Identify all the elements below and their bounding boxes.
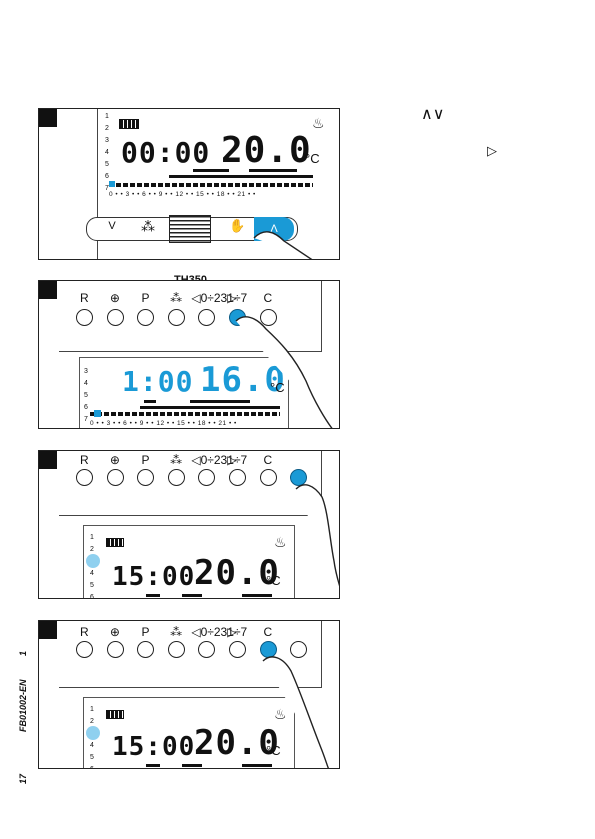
hour-axis: 0 • • 3 • • 6 • • 9 • • 12 • • 15 • • 18… [109,191,256,198]
blinking-day-icon [86,726,100,740]
battery-icon [119,119,139,129]
panel-corner-marker [39,621,57,639]
copy-button[interactable] [290,641,308,658]
round-buttons [76,469,321,486]
button-panel [59,621,322,688]
time-display: 1:00 [122,365,194,398]
battery-icon [106,710,124,719]
program-button[interactable] [137,469,155,486]
flame-icon: ♨ [274,534,287,550]
battery-icon [106,538,124,547]
reset-button[interactable] [76,641,93,658]
program-bars [146,594,276,598]
copy-button[interactable] [259,309,277,326]
mode-button[interactable] [167,641,185,658]
program-button[interactable] [137,309,155,326]
unit-label: °C [305,151,320,166]
clock-button[interactable] [106,469,124,486]
lcd-screen: 12 34 56 ♨ 15:00 20.0 °C [83,525,295,598]
pressing-hand [262,656,329,768]
lcd-screen: 12 34 56 ♨ 15:00 20.0 °C [83,697,295,768]
current-hour-marker [109,181,115,187]
pressing-hand [235,316,333,428]
unit-label: °C [266,743,281,758]
program-bars [146,764,276,768]
reset-days-button[interactable] [259,469,277,486]
temp-display: 20.0 [194,723,280,763]
unit-label: °C [266,573,281,588]
program-bars [90,400,280,418]
flame-icon: ♨ [274,706,287,722]
slider-grip[interactable] [169,215,211,243]
temp-display: 16.0 [200,360,286,400]
time-display: 15:00 [112,732,196,762]
reset-button[interactable] [76,309,93,326]
copy-button[interactable] [290,469,308,486]
hours-button[interactable] [198,469,216,486]
program-button[interactable] [137,641,155,658]
round-buttons [76,641,321,658]
panel-corner-marker [39,281,57,299]
blinking-day-icon [86,554,100,568]
time-display: 00:00 [121,136,211,169]
reset-button[interactable] [76,469,93,486]
manual-hand-icon[interactable]: ✋ [229,218,246,233]
button-labels: R⊕ P⁂ ◁0÷23▷1÷7 C [79,453,273,467]
button-labels: R⊕ P⁂ ◁0÷23▷1÷7 C [79,625,273,639]
button-panel [59,451,322,516]
down-button[interactable]: V [108,220,116,232]
document-code: FB01002-EN [18,679,28,732]
current-hour-marker [94,410,101,417]
page-number: 17 [18,773,28,784]
thermostat-panel-4: R⊕ P⁂ ◁0÷23▷1÷7 C 12 34 56 ♨ 15:00 20.0 … [38,620,340,769]
pressing-hand [295,484,339,587]
panel-corner-marker [39,109,57,127]
pressing-hand [253,231,313,259]
round-buttons [76,309,290,326]
button-labels: R⊕ P⁂ ◁0÷23▷1÷7 C [79,291,273,305]
program-bars [109,169,313,189]
panel-corner-marker [39,451,57,469]
button-panel [59,281,322,352]
clock-button[interactable] [106,309,124,326]
temp-display: 20.0 [194,553,280,593]
unit-label: °C [270,380,285,395]
mode-button[interactable] [167,309,185,326]
temp-display: 20.0 [221,130,312,171]
thermostat-panel-3: R⊕ P⁂ ◁0÷23▷1÷7 C 12 34 56 ♨ 15:00 20.0 … [38,450,340,599]
hours-button-2[interactable] [228,641,246,658]
fan-icon[interactable]: ⁂ [141,218,155,234]
hours-button[interactable] [198,641,216,658]
right-arrow-note: ▷ [487,143,497,158]
mode-button[interactable] [167,469,185,486]
hours-button[interactable] [198,309,216,326]
flame-icon: ♨ [312,115,325,131]
revision-number: 1 [18,650,28,656]
clock-button[interactable] [106,641,124,658]
hour-axis: 0 • • 3 • • 6 • • 9 • • 12 • • 15 • • 18… [90,420,237,427]
time-display: 15:00 [112,562,196,592]
updown-arrows-note: ∧∨ [421,106,445,123]
days-button[interactable] [228,469,246,486]
device-frame [97,109,339,259]
